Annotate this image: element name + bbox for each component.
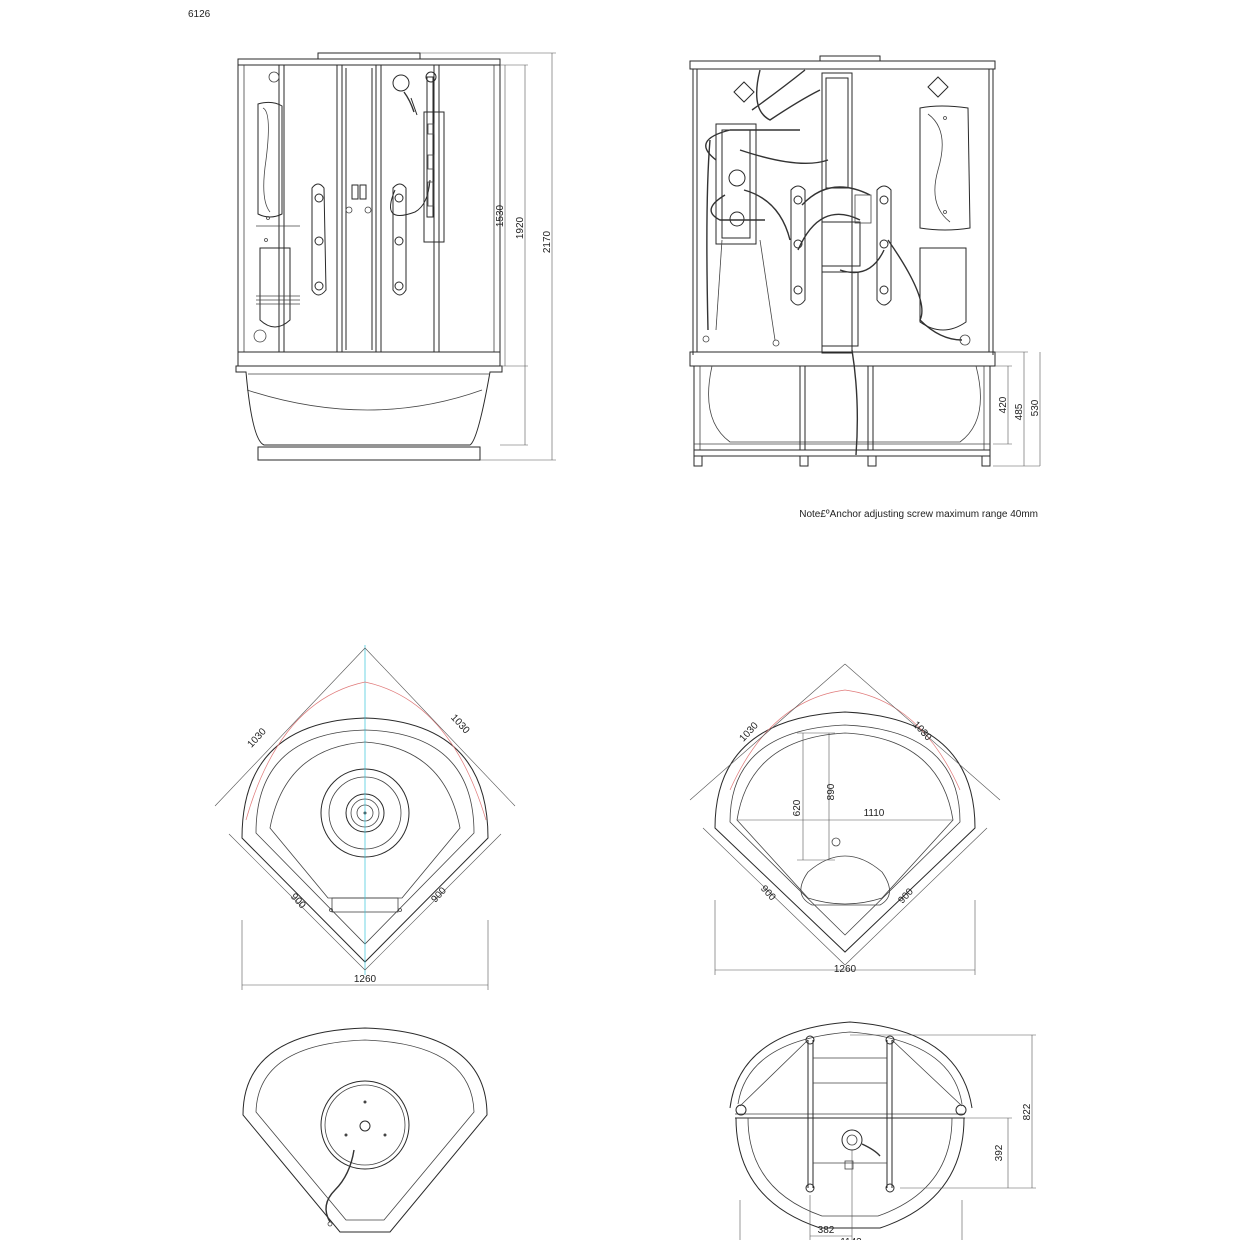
top-left-dim-1030-a: 1030 (246, 726, 270, 750)
top-left-dim-1030-b: 1030 (448, 712, 472, 736)
top-view-right: 620 890 1110 1030 1030 900 900 1260 (689, 663, 1001, 975)
top-left-dim-900-b: 900 (429, 885, 449, 905)
back-view: 420 485 530 (689, 55, 1041, 467)
back-dim-485: 485 (1014, 403, 1025, 420)
front-dim-1530: 1530 (495, 204, 506, 227)
top-right-dim-1110: 1110 (864, 808, 885, 819)
bottom-right-dim-1142: 1142 (840, 1237, 862, 1240)
front-dim-1920: 1920 (515, 216, 526, 239)
top-right-dim-900-a: 900 (758, 883, 778, 903)
bottom-right-dim-392: 392 (994, 1144, 1005, 1161)
bottom-view-right: 822 392 382 1142 (729, 1021, 1036, 1240)
back-dim-530: 530 (1030, 399, 1041, 416)
top-right-dim-890: 890 (826, 783, 837, 800)
top-right-dim-1260: 1260 (834, 964, 857, 975)
bottom-right-dim-382: 382 (818, 1225, 835, 1236)
bottom-right-dim-822: 822 (1022, 1103, 1033, 1120)
bottom-view-left (242, 1027, 488, 1233)
top-view-left: 1030 1030 900 900 1260 (214, 645, 516, 990)
front-view: 1530 1920 2170 (235, 52, 556, 461)
top-left-dim-900-a: 900 (288, 891, 308, 911)
top-right-dim-900-b: 900 (896, 886, 916, 906)
anchor-screw-note: Note£ºAnchor adjusting screw maximum ran… (799, 509, 1038, 520)
top-left-dim-1260: 1260 (354, 974, 377, 985)
model-number: 6126 (188, 9, 211, 20)
back-dim-420: 420 (998, 396, 1009, 413)
front-dim-2170: 2170 (542, 230, 553, 253)
top-right-dim-620: 620 (792, 799, 803, 816)
